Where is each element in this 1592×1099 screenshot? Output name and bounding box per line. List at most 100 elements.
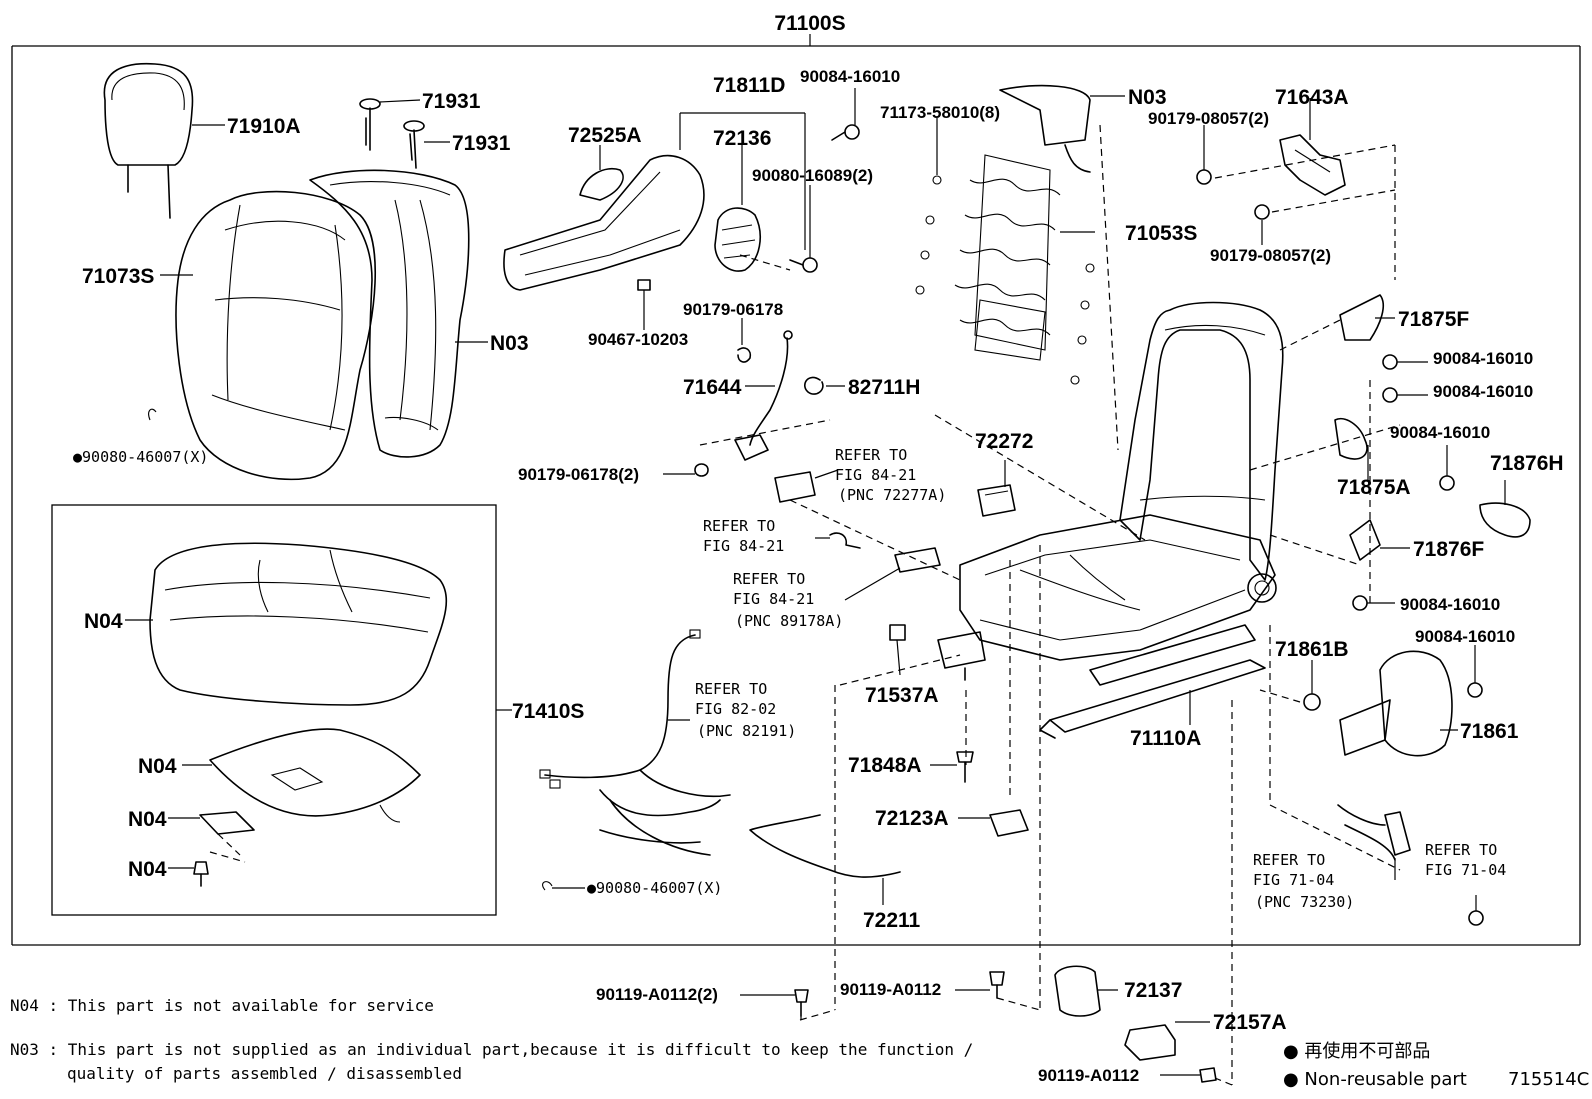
label-72157A: 72157A	[1213, 1011, 1287, 1034]
seatback-pad-drawing	[309, 169, 488, 458]
label-71811D: 71811D	[713, 74, 785, 97]
bottom-parts-drawing	[740, 700, 1233, 1086]
refer-labels: REFER TO FIG 84-21 (PNC 72277A) REFER TO…	[695, 446, 1506, 911]
label-71931-a: 71931	[422, 90, 481, 113]
refer-3-line-1: REFER TO	[733, 570, 805, 588]
label-72272: 72272	[975, 430, 1033, 453]
label-90084-16010-b: 90084-16010	[1433, 349, 1533, 368]
refer-5-line-2: FIG 71-04	[1253, 871, 1334, 889]
label-N04-d: N04	[128, 858, 167, 881]
assembly-frame	[11, 34, 1581, 946]
label-72136: 72136	[713, 127, 771, 150]
rod-drawing	[749, 814, 901, 905]
refer-1-line-3: (PNC 72277A)	[838, 486, 946, 504]
label-72211: 72211	[863, 909, 921, 932]
label-90084-16010-c: 90084-16010	[1433, 382, 1533, 401]
seat-frame-drawing	[934, 301, 1401, 739]
label-82711H: 82711H	[848, 376, 920, 399]
wire-harness-drawing	[539, 629, 731, 891]
label-71876F: 71876F	[1413, 538, 1484, 561]
seatback-cover-drawing	[148, 190, 376, 481]
release-cable-drawing	[663, 318, 845, 477]
legend-english: ● Non-reusable part	[1283, 1069, 1467, 1090]
refer-5-line-3: (PNC 73230)	[1255, 893, 1354, 911]
label-71861: 71861	[1460, 720, 1519, 743]
outer-cover-71861-drawing	[1259, 625, 1483, 871]
label-71875F: 71875F	[1398, 308, 1469, 331]
label-71053S: 71053S	[1125, 222, 1197, 245]
refer-4-line-3: (PNC 82191)	[697, 722, 796, 740]
label-90119-A0112-c: 90119-A0112	[1038, 1066, 1139, 1085]
switch-parts-drawing	[774, 469, 961, 601]
label-71910A: 71910A	[227, 115, 301, 138]
label-N03-a: N03	[490, 332, 529, 355]
label-71931-b: 71931	[452, 132, 511, 155]
refer-2-line-1: REFER TO	[703, 517, 775, 535]
bracket-71643A-drawing	[1196, 98, 1396, 280]
label-90179-06178-2: 90179-06178(2)	[518, 465, 639, 484]
side-shield-drawing	[503, 112, 806, 291]
legend-japanese: ● 再使用不可部品	[1283, 1041, 1430, 1062]
part-labels: 71100S 71910A 71931 71931 71073S N03 ●90…	[73, 12, 1564, 1085]
seat-cushion-pad-drawing	[182, 728, 421, 823]
label-71644: 71644	[683, 376, 742, 399]
note-n04: N04 : This part is not available for ser…	[10, 996, 434, 1015]
label-71410S: 71410S	[512, 700, 584, 723]
label-N04-b: N04	[138, 755, 177, 778]
label-71861B: 71861B	[1275, 638, 1349, 661]
headrest-drawing	[103, 62, 225, 219]
label-90119-A0112-2: 90119-A0112(2)	[596, 985, 718, 1004]
refer-4-line-1: REFER TO	[695, 680, 767, 698]
seat-cushion-cover-drawing	[125, 542, 448, 706]
headrest-support-drawing	[359, 98, 450, 169]
refer-2-line-2: FIG 84-21	[703, 537, 784, 555]
label-72525A: 72525A	[568, 124, 642, 147]
recliner-cover-drawing	[714, 145, 791, 272]
label-72123A: 72123A	[875, 807, 949, 830]
refer-1-line-1: REFER TO	[835, 446, 907, 464]
label-71110A: 71110A	[1130, 727, 1201, 750]
label-N04-a: N04	[84, 610, 123, 633]
refer-4-line-2: FIG 82-02	[695, 700, 776, 718]
label-90084-16010-e: 90084-16010	[1400, 595, 1500, 614]
legend: ● 再使用不可部品 ● Non-reusable part 715514C	[1283, 1041, 1589, 1090]
label-71073S: 71073S	[82, 265, 154, 288]
label-90084-16010-a: 90084-16010	[800, 67, 900, 86]
label-72137: 72137	[1124, 979, 1182, 1002]
label-90084-16010-d: 90084-16010	[1390, 423, 1490, 442]
label-71537A: 71537A	[865, 684, 939, 707]
note-n03-line-2: quality of parts assembled / disassemble…	[67, 1064, 462, 1083]
lever-knob-drawing	[579, 145, 624, 201]
label-90179-08057-b: 90179-08057(2)	[1210, 246, 1331, 265]
label-90179-08057-a: 90179-08057(2)	[1148, 109, 1269, 128]
notes: N04 : This part is not available for ser…	[10, 996, 973, 1083]
slider-parts-drawing	[834, 545, 1041, 1010]
label-71875A: 71875A	[1337, 476, 1411, 499]
back-spring-drawing	[915, 84, 1125, 451]
refer-3-line-2: FIG 84-21	[733, 590, 814, 608]
label-71876H: 71876H	[1490, 452, 1564, 475]
label-N03-b: N03	[1128, 86, 1167, 109]
refer-1-line-2: FIG 84-21	[835, 466, 916, 484]
refer-6-line-1: REFER TO	[1425, 841, 1497, 859]
seat-sensor-drawing	[168, 811, 255, 887]
label-71848A: 71848A	[848, 754, 922, 777]
diagram-title: 71100S	[774, 12, 845, 35]
refer-3-line-3: (PNC 89178A)	[735, 612, 843, 630]
right-side-parts-drawing	[1269, 294, 1531, 611]
figure-id: 715514C	[1508, 1069, 1589, 1090]
label-N04-c: N04	[128, 808, 167, 831]
note-n03-line-1: N03 : This part is not supplied as an in…	[10, 1040, 973, 1059]
label-90084-16010-f: 90084-16010	[1415, 627, 1515, 646]
label-71173-58010: 71173-58010(8)	[880, 103, 1000, 122]
refer-5-line-1: REFER TO	[1253, 851, 1325, 869]
lower-connector-drawing	[977, 460, 1016, 517]
label-90119-A0112-b: 90119-A0112	[840, 980, 941, 999]
label-90080-16089: 90080-16089(2)	[752, 166, 873, 185]
refer-6-line-2: FIG 71-04	[1425, 861, 1506, 879]
label-90080-46007-a: ●90080-46007(X)	[73, 448, 208, 466]
label-90179-06178: 90179-06178	[683, 300, 783, 319]
label-90467-10203: 90467-10203	[588, 330, 688, 349]
seat-belt-buckle-drawing	[1337, 804, 1484, 926]
